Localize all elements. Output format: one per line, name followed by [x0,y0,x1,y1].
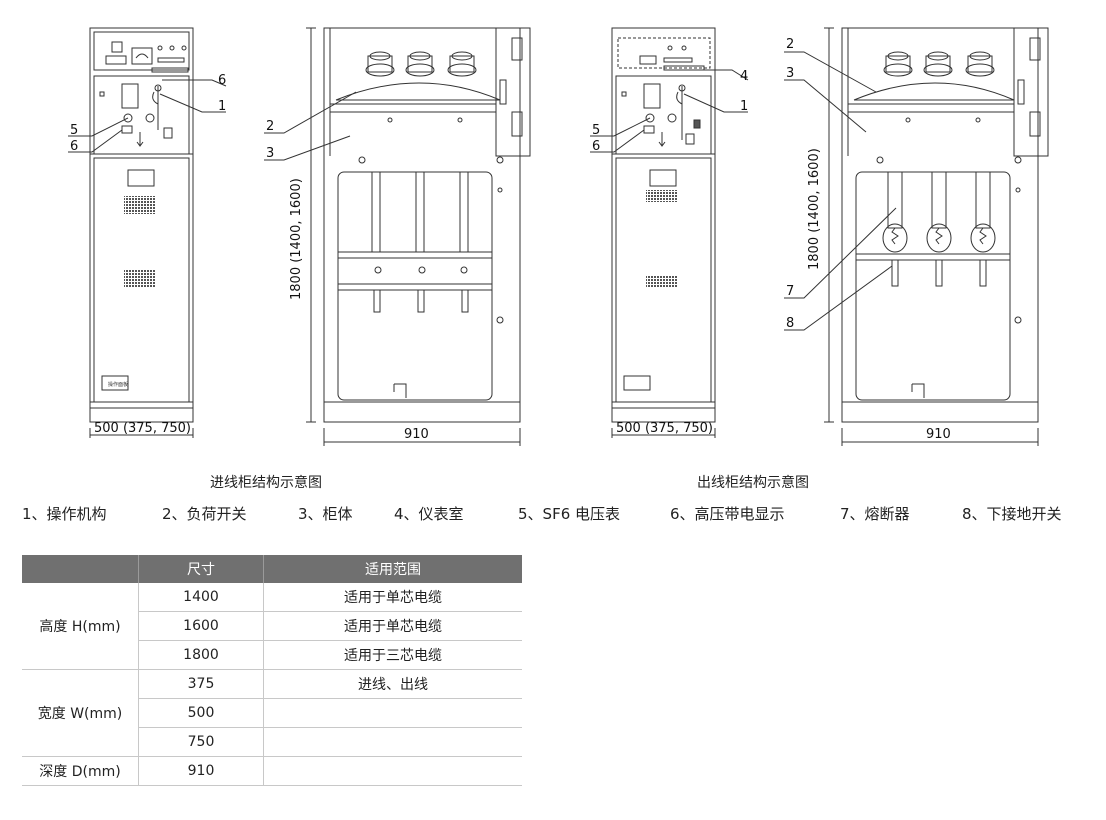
legend-item: 3、柜体 [298,505,353,523]
table-cell: 适用于三芯电缆 [263,640,522,670]
incoming-caption: 进线柜结构示意图 [210,475,322,491]
callout-3: 3 [266,146,274,161]
callout-6: 6 [70,139,78,154]
legend-item: 4、仪表室 [394,505,464,523]
table-cell: 1400 [138,583,264,612]
table-cell: 1800 [138,640,264,670]
table-row: 1800 适用于三芯电缆 [22,640,522,670]
outgoing-front-view [590,27,749,438]
legend-item: 2、负荷开关 [162,505,247,523]
legend-item: 8、下接地开关 [962,505,1062,523]
table-header: 尺寸 [138,555,264,583]
table-row: 500 [22,698,522,728]
legend: 1、操作机构 2、负荷开关 3、柜体 4、仪表室 5、SF6 电压表 6、高压带… [22,503,1092,525]
table-row: 深度 D(mm) 910 [22,756,522,786]
depth-dimension-1: 910 [404,427,429,442]
table-cell: 进线、出线 [263,669,522,699]
row-header: 深度 D(mm) [22,756,139,786]
table-cell: 适用于单芯电缆 [263,583,522,612]
table-header: 适用范围 [263,555,522,583]
width-dimension-1: 500 (375, 750) [94,421,191,436]
table-cell: 1600 [138,611,264,641]
table-cell: 适用于单芯电缆 [263,611,522,641]
row-header: 高度 H(mm) [22,583,139,670]
callout-1b: 1 [740,99,748,114]
legend-item: 7、熔断器 [840,505,910,523]
outgoing-side-view [784,27,1049,446]
table-cell [263,756,522,786]
table-row: 1600 适用于单芯电缆 [22,611,522,641]
table-row: 高度 H(mm) 1400 适用于单芯电缆 [22,583,522,670]
width-dimension-2: 500 (375, 750) [616,421,713,436]
table-cell [263,698,522,728]
legend-item: 6、高压带电显示 [670,505,785,523]
cabinet-diagram: 6 1 5 6 500 (375, 750) 2 3 1800 (1400, 1… [68,27,1049,446]
callout-7: 7 [786,284,794,299]
height-dimension-2: 1800 (1400, 1600) [807,148,822,270]
legend-item: 5、SF6 电压表 [518,505,621,523]
outgoing-caption: 出线柜结构示意图 [697,475,809,491]
callout-5: 5 [70,123,78,138]
table-cell: 500 [138,698,264,728]
table-cell: 910 [138,756,264,786]
callout-4: 6 [218,73,226,88]
table-header [22,555,139,583]
callout-4b: 4 [740,69,748,84]
table-cell: 375 [138,669,264,699]
callout-5b: 5 [592,123,600,138]
table-cell [263,727,522,757]
incoming-side-view [264,27,531,446]
row-header: 宽度 W(mm) [22,669,139,757]
table-cell: 750 [138,727,264,757]
callout-1: 1 [218,99,226,114]
height-dimension-1: 1800 (1400, 1600) [289,178,304,300]
incoming-front-view [68,27,227,438]
legend-item: 1、操作机构 [22,505,107,523]
callout-3b: 3 [786,66,794,81]
callout-2: 2 [266,119,274,134]
spec-table: 尺寸 适用范围 高度 H(mm) 1400 适用于单芯电缆 1600 适用于单芯… [22,555,522,786]
table-row: 750 [22,727,522,757]
callout-2b: 2 [786,37,794,52]
front-plate-label: 操作面板 [108,381,128,388]
callout-6b: 6 [592,139,600,154]
callout-8: 8 [786,316,794,331]
table-row: 宽度 W(mm) 375 进线、出线 [22,669,522,757]
depth-dimension-2: 910 [926,427,951,442]
